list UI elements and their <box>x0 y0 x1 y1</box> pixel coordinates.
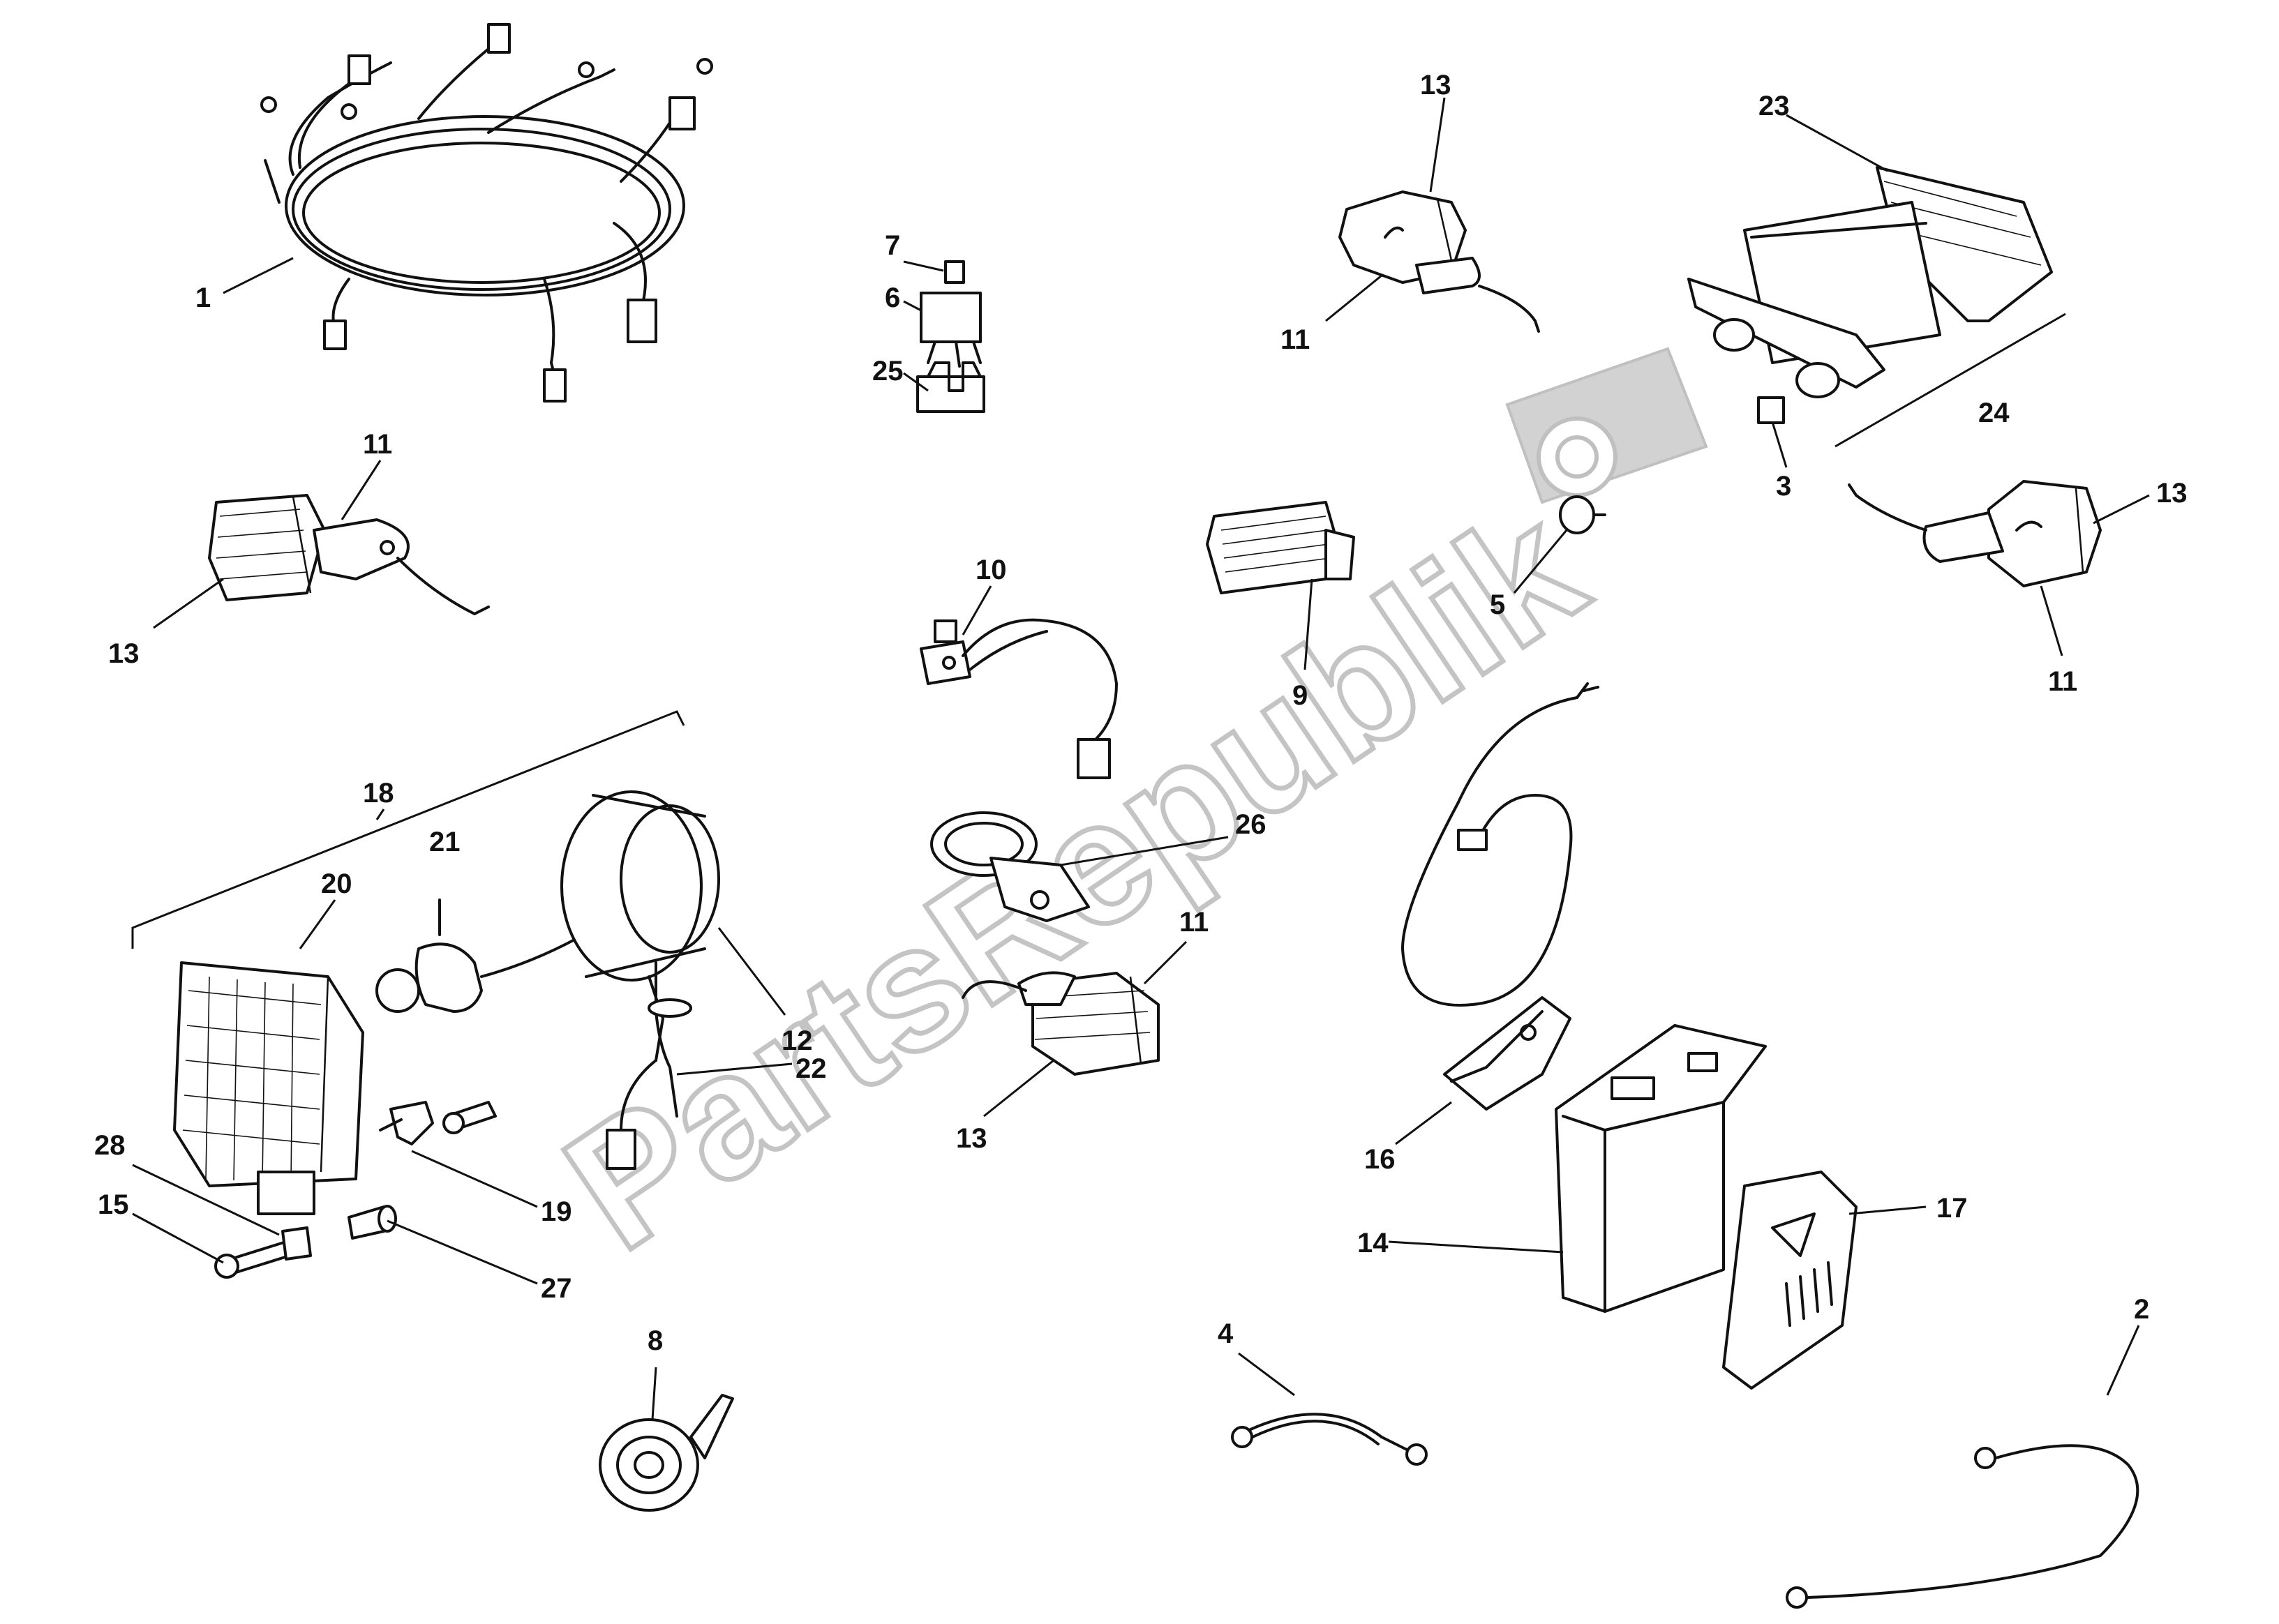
callout-6: 6 <box>885 283 900 313</box>
tail-light-wiring <box>1401 682 1599 1007</box>
callout-20: 20 <box>321 869 352 899</box>
wiring-harness <box>223 23 713 403</box>
callout-27: 27 <box>541 1273 572 1304</box>
voltage-regulator <box>1206 501 1355 670</box>
callout-24: 24 <box>1978 398 2010 428</box>
watermark-logo-icon <box>1505 347 1708 504</box>
headlight-bracket <box>379 1101 538 1208</box>
callout-5: 5 <box>1490 589 1505 620</box>
callout-13a: 13 <box>1420 70 1451 100</box>
callout-13c: 13 <box>108 638 140 669</box>
callout-11c: 11 <box>363 429 392 460</box>
callout-23: 23 <box>1758 91 1790 121</box>
callout-13b: 13 <box>2156 478 2188 509</box>
callout-21: 21 <box>429 827 461 857</box>
callout-labels: 1 7 6 25 13 11 23 24 3 13 11 11 13 10 9 … <box>94 70 2188 1356</box>
headlight-assembly-bracket <box>131 710 685 949</box>
callout-12: 12 <box>782 1025 813 1056</box>
callout-11b: 11 <box>2048 666 2077 697</box>
callout-3: 3 <box>1776 471 1791 502</box>
headlight-shell <box>560 790 793 1170</box>
callout-11a: 11 <box>1280 324 1310 355</box>
callout-2: 2 <box>2134 1294 2149 1325</box>
callout-28: 28 <box>94 1130 126 1161</box>
callout-17: 17 <box>1936 1193 1968 1224</box>
battery-cover <box>1722 1171 1927 1390</box>
indicator-bulb <box>1513 495 1606 594</box>
headlight-unit <box>173 899 364 1215</box>
callout-26: 26 <box>1235 809 1266 840</box>
horn <box>599 1367 734 1512</box>
callout-15: 15 <box>98 1189 129 1220</box>
watermark: PartsRepublik <box>530 347 1708 1288</box>
callout-11d: 11 <box>1179 907 1209 938</box>
turn-signal-rear-right <box>1848 480 2150 656</box>
callout-19: 19 <box>541 1196 572 1227</box>
callout-1: 1 <box>195 283 211 313</box>
callout-9: 9 <box>1292 680 1308 711</box>
ground-cable-short <box>1231 1352 1428 1466</box>
battery-bracket <box>1395 996 1571 1145</box>
callout-16: 16 <box>1364 1144 1396 1175</box>
callout-14: 14 <box>1357 1228 1389 1258</box>
turn-signal-front-right <box>962 940 1188 1118</box>
callout-25: 25 <box>872 356 904 386</box>
callout-18: 18 <box>363 778 394 809</box>
callout-13d: 13 <box>956 1123 987 1154</box>
switch-with-cable <box>920 585 1118 779</box>
callout-10: 10 <box>976 555 1007 585</box>
relay-group <box>903 260 985 413</box>
callout-22: 22 <box>795 1053 827 1084</box>
battery <box>1388 1024 1767 1313</box>
headlight-clamp <box>930 811 1229 922</box>
tail-light-assembly <box>1687 114 2066 468</box>
callout-8: 8 <box>648 1325 663 1356</box>
callout-7: 7 <box>885 230 900 261</box>
turn-signal-front-left <box>153 460 490 629</box>
callout-4: 4 <box>1218 1318 1234 1349</box>
ground-cable-long <box>1786 1325 2140 1609</box>
turn-signal-rear-left <box>1325 97 1540 333</box>
headlight-fasteners <box>132 1164 538 1285</box>
